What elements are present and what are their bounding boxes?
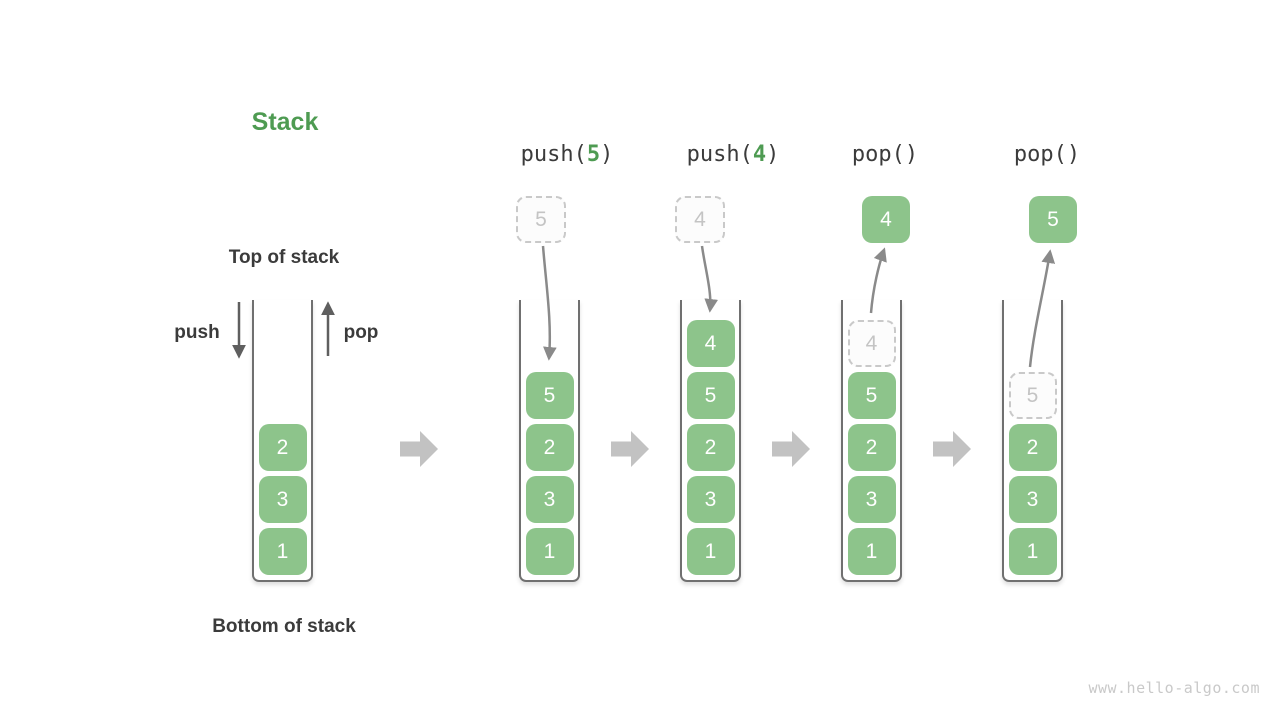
stack-item: 3	[1008, 476, 1057, 523]
stack-item: 3	[847, 476, 896, 523]
stack-item: 3	[686, 476, 735, 523]
transition-right-arrow	[611, 431, 649, 467]
stack-item: 3	[258, 476, 307, 523]
floating-solid-box: 4	[862, 196, 910, 243]
floating-solid-box: 5	[1029, 196, 1077, 243]
stack-item: 1	[686, 528, 735, 575]
floating-ghost-box: 5	[516, 196, 566, 243]
transition-right-arrow	[933, 431, 971, 467]
stack-container-push-5	[519, 300, 580, 582]
stack-item: 1	[847, 528, 896, 575]
op-label-text: push(	[520, 142, 587, 167]
op-label-text: pop(	[1013, 142, 1067, 167]
push-label: push	[174, 322, 220, 343]
ghost-stack-item: 5	[1008, 372, 1057, 419]
op-label-text: pop(	[851, 142, 905, 167]
stack-item: 5	[525, 372, 574, 419]
floating-ghost-box: 4	[675, 196, 725, 243]
stack-item: 1	[1008, 528, 1057, 575]
stack-item: 5	[686, 372, 735, 419]
op-label-close: )	[600, 142, 614, 167]
stack-item: 5	[847, 372, 896, 419]
pop-label: pop	[343, 322, 379, 343]
stack-item: 1	[525, 528, 574, 575]
op-label-text: push(	[686, 142, 753, 167]
op-label-push-4: push(4)	[687, 142, 780, 167]
ghost-stack-item: 4	[847, 320, 896, 367]
stack-item: 4	[686, 320, 735, 367]
stack-item: 2	[525, 424, 574, 471]
stack-item: 2	[686, 424, 735, 471]
stack-container-pop-5	[1002, 300, 1063, 582]
op-label-close: )	[1066, 142, 1081, 167]
stack-container-push-4	[680, 300, 741, 582]
stack-item: 3	[525, 476, 574, 523]
stack-item: 2	[1008, 424, 1057, 471]
op-label-arg: 4	[752, 142, 767, 167]
bottom-of-stack-label: Bottom of stack	[212, 616, 356, 637]
stack-container-initial	[252, 300, 313, 582]
stack-item: 2	[847, 424, 896, 471]
op-label-push-5: push(5)	[521, 142, 614, 167]
stack-item: 2	[258, 424, 307, 471]
transition-right-arrow	[400, 431, 438, 467]
top-of-stack-label: Top of stack	[228, 247, 340, 268]
watermark: www.hello-algo.com	[1088, 679, 1260, 697]
op-label-close: )	[904, 142, 919, 167]
op-label-arg: 5	[586, 142, 601, 167]
transition-right-arrow	[772, 431, 810, 467]
op-label-close: )	[766, 142, 780, 167]
op-label-pop-4: pop()	[852, 142, 918, 167]
stack-container-pop-4	[841, 300, 902, 582]
op-label-pop-5: pop()	[1014, 142, 1080, 167]
stack-item: 1	[258, 528, 307, 575]
diagram-title: Stack	[251, 108, 319, 136]
